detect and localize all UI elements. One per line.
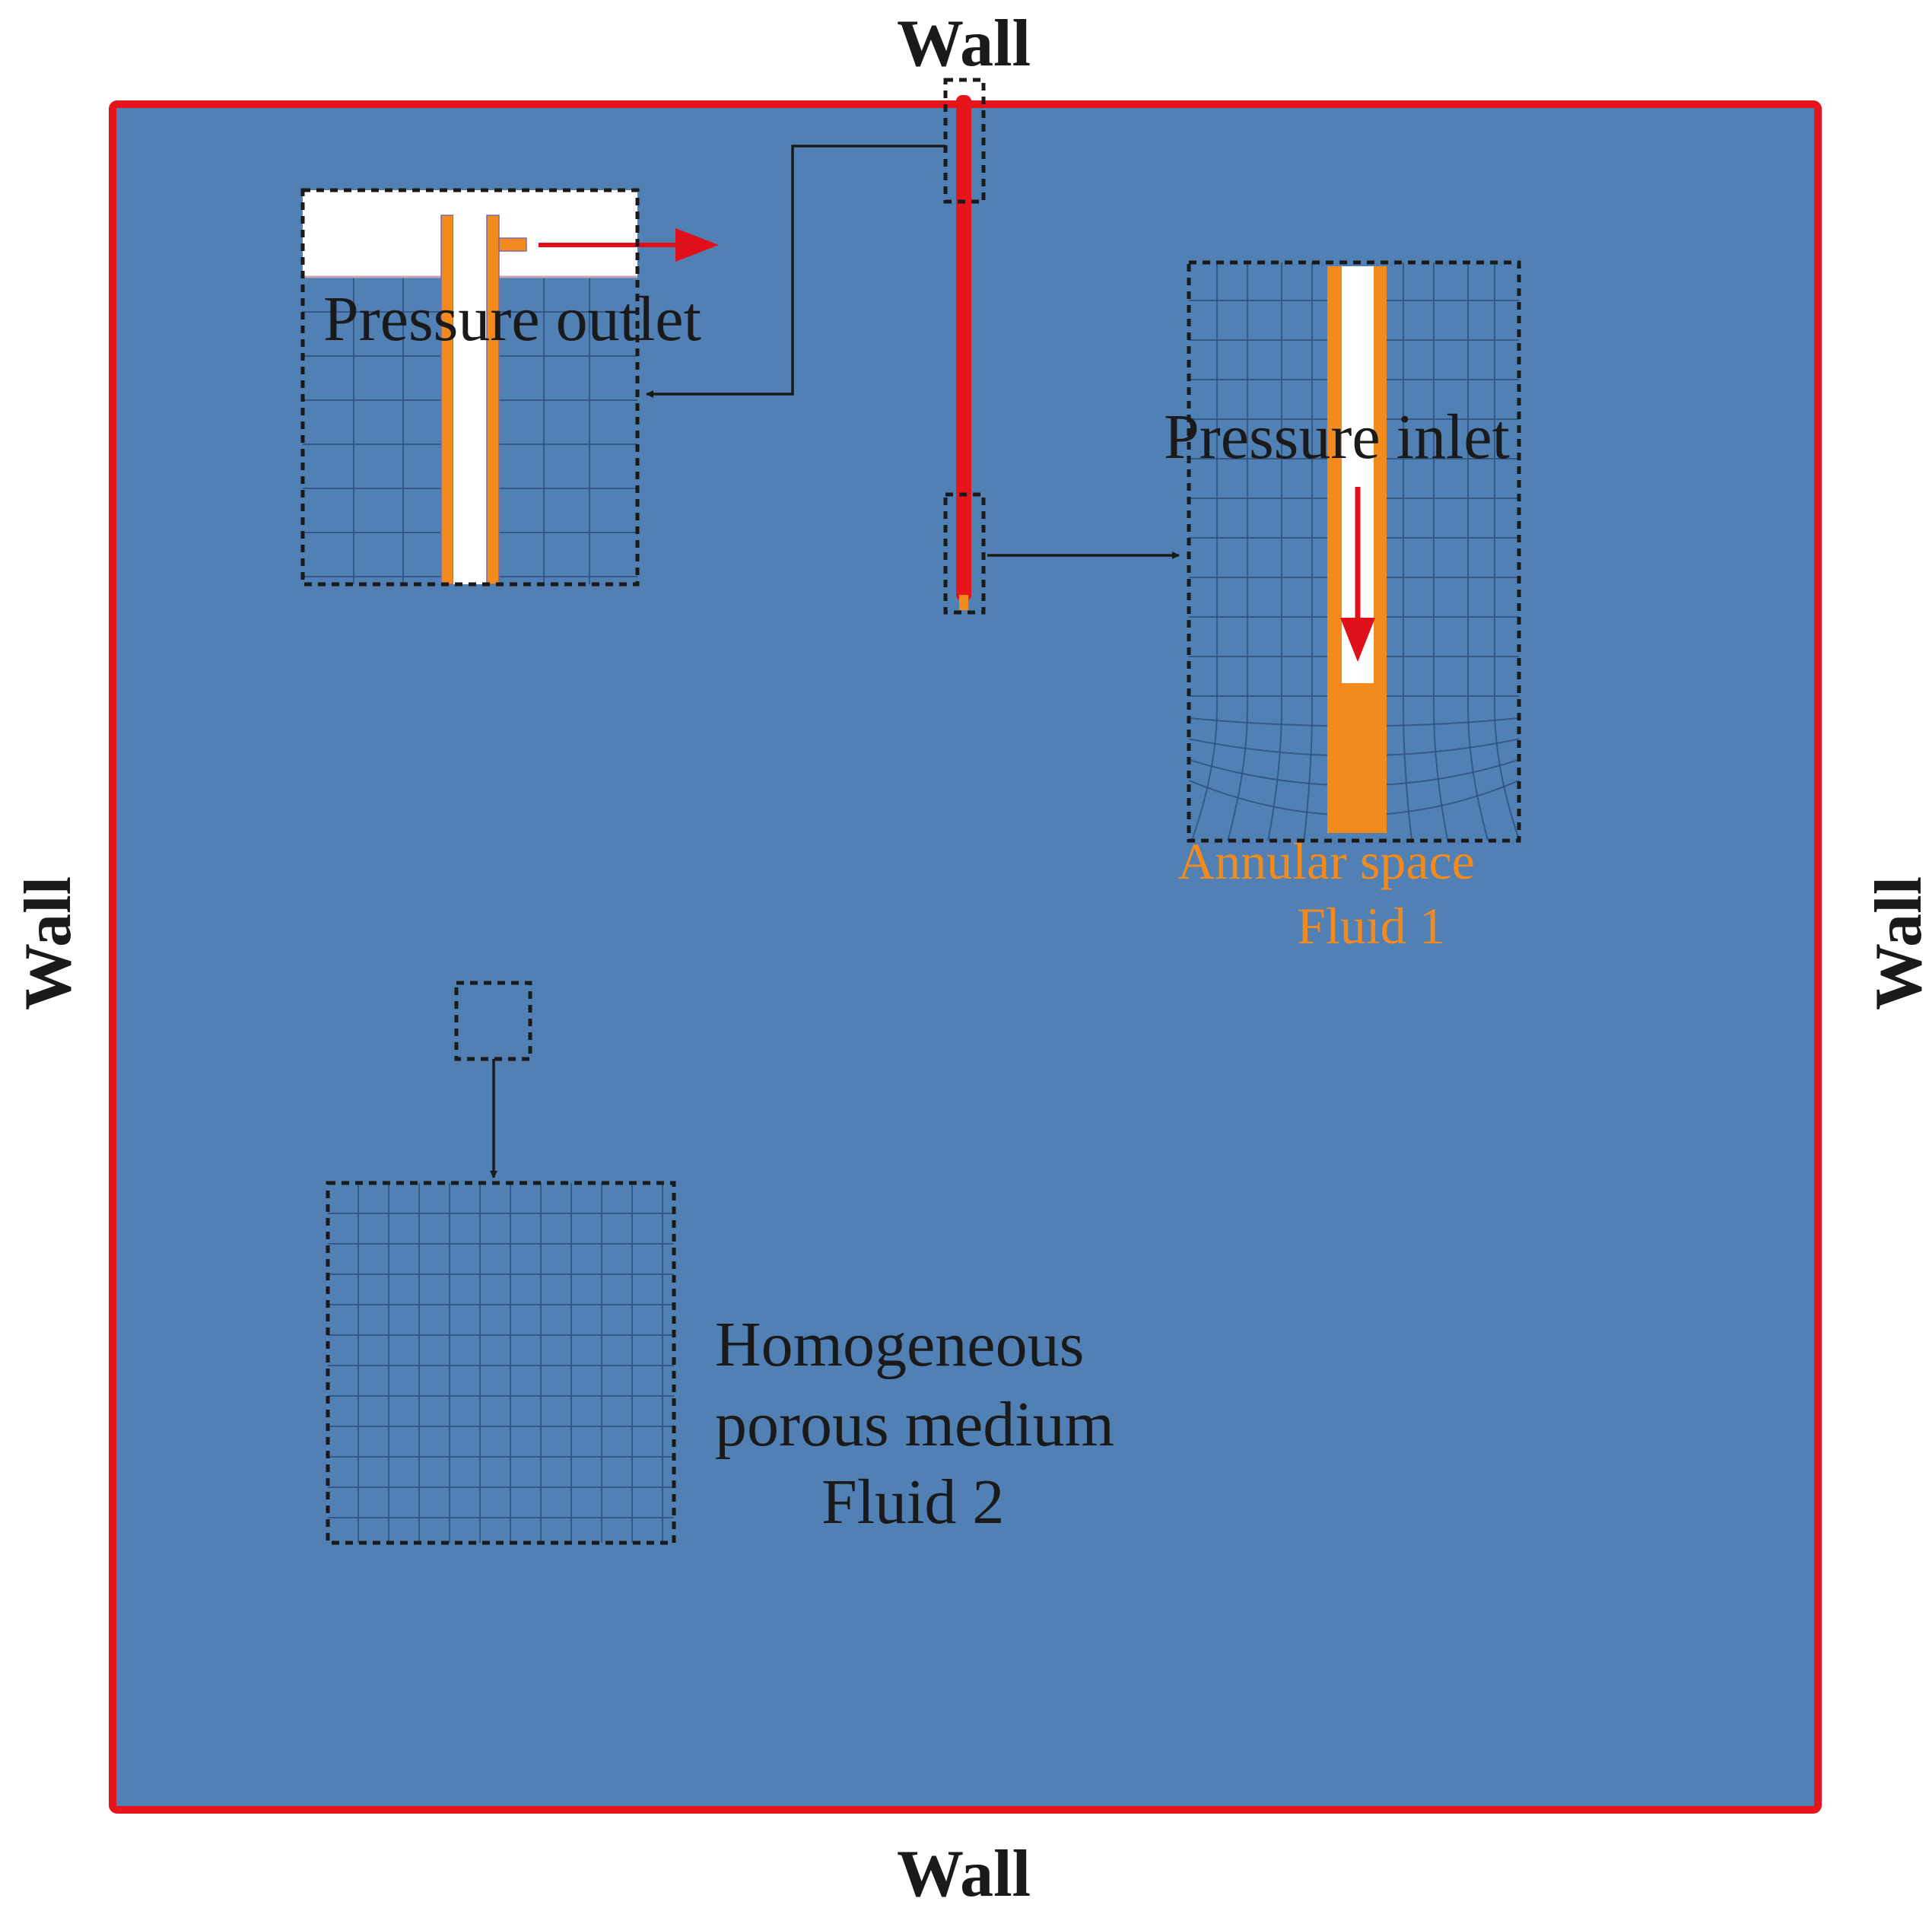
wall-bottom-label: Wall <box>897 1837 1031 1911</box>
outflow-arrow <box>675 228 719 262</box>
porous-detail-marker <box>454 981 532 1061</box>
pressure-outlet-detail <box>300 188 719 587</box>
mesh-line <box>1433 262 1449 841</box>
annular-space-label: Annular space <box>1177 832 1475 890</box>
pressure-inlet-label: Pressure inlet <box>1164 402 1510 472</box>
mesh-line <box>1227 262 1248 841</box>
outlet-detail-marker <box>943 78 986 204</box>
mesh-line <box>1494 262 1519 841</box>
wall-left-label: Wall <box>11 876 85 1010</box>
porous-medium-detail <box>326 1181 676 1545</box>
porous-medium-label: porous medium <box>715 1389 1114 1460</box>
mesh-line <box>1303 262 1313 841</box>
outlet-connector-arrow <box>646 145 945 398</box>
wall-right-label: Wall <box>1862 876 1932 1010</box>
mesh-line <box>1403 262 1412 841</box>
pressure-outlet-label: Pressure outlet <box>323 284 701 355</box>
outlet-side-port <box>498 237 527 252</box>
fluid-1-label: Fluid 1 <box>1297 897 1445 955</box>
homogeneous-label: Homogeneous <box>715 1309 1084 1380</box>
outlet-tubing <box>453 215 487 584</box>
pressure-inlet-detail <box>1187 260 1521 843</box>
wall-top-label: Wall <box>897 7 1031 81</box>
wellbore-bottom <box>959 595 968 610</box>
inlet-detail-marker <box>943 492 986 615</box>
inflow-arrow <box>1340 618 1375 662</box>
mesh-line <box>1467 262 1489 841</box>
outlet-annulus-left <box>440 215 454 585</box>
mesh-line <box>1267 262 1282 841</box>
outlet-annulus-right <box>486 215 500 585</box>
fluid-2-label: Fluid 2 <box>821 1467 1004 1537</box>
wellbore-tube <box>956 95 971 601</box>
